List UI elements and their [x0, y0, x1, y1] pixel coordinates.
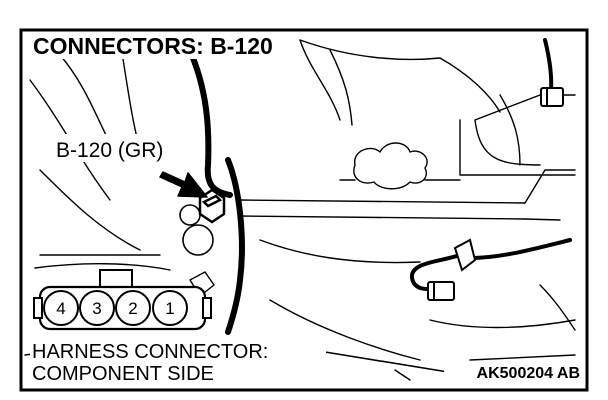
- pin-2-label: 2: [128, 299, 137, 318]
- diagram-title: CONNECTORS: B-120: [33, 33, 273, 59]
- pin-4-label: 4: [56, 299, 65, 318]
- background-linework: [24, 39, 576, 381]
- pin-4-circle: [43, 290, 79, 326]
- callout-backing: [54, 134, 182, 162]
- figure-frame: [19, 28, 589, 392]
- callout-arrow: [159, 171, 208, 198]
- b120-callout-label: B-120 (GR): [56, 139, 163, 162]
- main-wire-harness: [182, 37, 245, 335]
- harness-connector-label: HARNESS CONNECTOR:: [32, 341, 268, 363]
- secondary-wires: [410, 38, 572, 291]
- pin-1-circle: [152, 290, 188, 326]
- pin-2-circle: [115, 290, 151, 326]
- pin-3-circle: [79, 290, 115, 326]
- pin-1-label: 1: [165, 299, 174, 318]
- harness-backing: [30, 336, 326, 386]
- sensor-body: [179, 204, 214, 256]
- connector-right-lower: [427, 238, 477, 301]
- harness-connector-face: 4 3 2 1: [33, 269, 212, 331]
- connector-top-right: [540, 87, 564, 107]
- b120-connector-body: [198, 188, 226, 224]
- harness-leader-line: [324, 351, 449, 373]
- title-backing: [24, 33, 296, 59]
- figure-code: AK500204 AB: [477, 365, 580, 382]
- code-backing: [444, 362, 584, 384]
- pin-3-label: 3: [92, 299, 101, 318]
- component-side-label: COMPONENT SIDE: [32, 363, 214, 385]
